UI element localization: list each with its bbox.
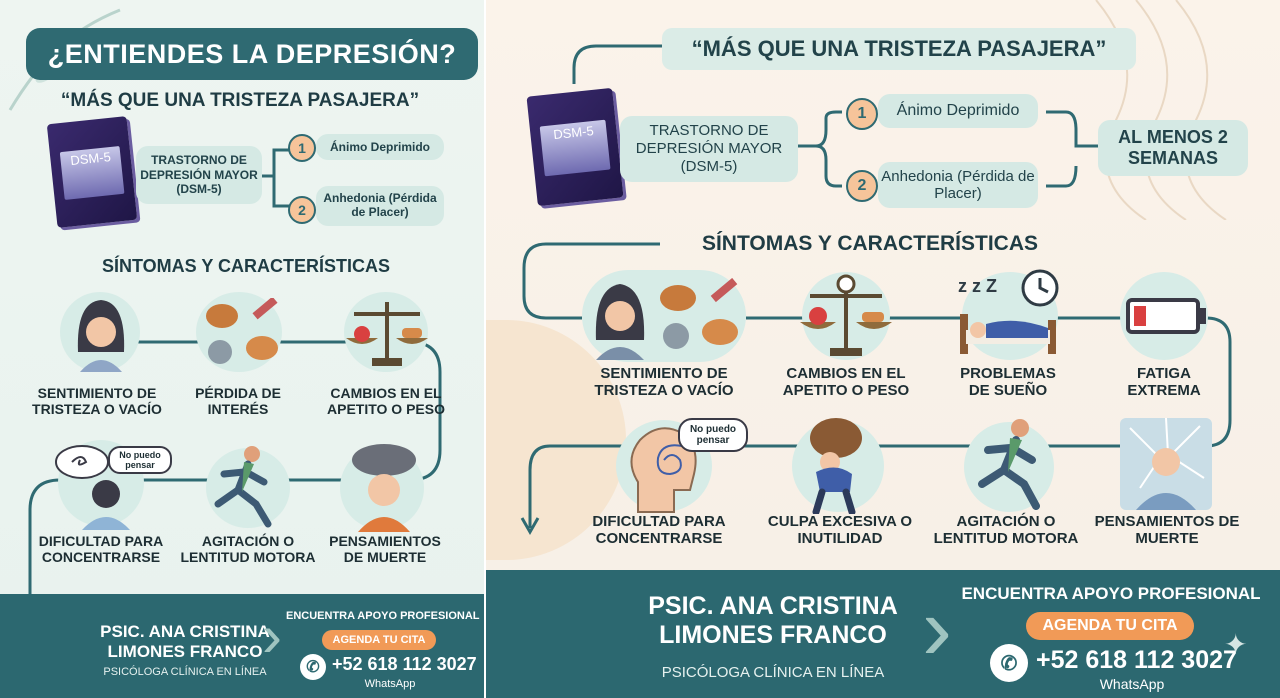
criteria-2-label: Anhedonia (Pérdida de Placer) (316, 186, 444, 226)
criteria-1-label: Ánimo Deprimido (878, 94, 1038, 128)
psychologist-name: PSIC. ANA CRISTINA LIMONES FRANCO (648, 592, 898, 649)
main-title: ¿ENTIENDES LA DEPRESIÓN? (26, 28, 478, 80)
book-appointment-button[interactable]: AGENDA TU CITA (322, 630, 436, 650)
psychologist-role: PSICÓLOGA CLÍNICA EN LÍNEA (661, 664, 885, 681)
chevron-icon: › (922, 579, 952, 679)
whatsapp-icon: ✆ (300, 654, 326, 680)
running-man-icon (978, 419, 1040, 510)
head-spiral-icon (630, 427, 697, 513)
right-footer: PSIC. ANA CRISTINA LIMONES FRANCO PSICÓL… (486, 570, 1280, 698)
symptom-r1-1-label: SENTIMIENTO DE TRISTEZA O VACÍO (594, 365, 734, 399)
disorder-box: TRASTORNO DE DEPRESIÓN MAYOR (DSM-5) (136, 146, 262, 204)
sleep-z-icon: z z Z (958, 276, 997, 296)
battery-icon (1126, 298, 1206, 334)
symptom-r2-4-label: PENSAMIENTOS DE MUERTE (1094, 513, 1240, 547)
panel-divider (484, 0, 486, 698)
support-text: ENCUENTRA APOYO PROFESIONAL (286, 610, 480, 622)
symptom-2-label: PÉRDIDA DE INTERÉS (195, 385, 281, 417)
symptom-1-label: SENTIMIENTO DE TRISTEZA O VACÍO (32, 385, 162, 417)
sparkle-icon: ✦ (1224, 629, 1248, 660)
right-infographic: “MÁS QUE UNA TRISTEZA PASAJERA” DSM-5 TR… (486, 0, 1280, 698)
symptom-flow-line (28, 340, 442, 600)
symptom-r1-2-label: CAMBIOS EN EL APETITO O PESO (782, 365, 910, 399)
criteria-connector (262, 148, 294, 208)
whatsapp-icon: ✆ (990, 644, 1028, 682)
symptom-6-label: PENSAMIENTOS DE MUERTE (329, 533, 441, 565)
symptom-r2-3-label: AGITACIÓN O LENTITUD MOTORA (933, 513, 1079, 547)
shattered-person-icon (1129, 418, 1205, 510)
criteria-2-badge: 2 (846, 170, 878, 202)
symptom-r2-2-label: CULPA EXCESIVA O INUTILIDAD (767, 513, 913, 547)
hobbies-icon (206, 298, 278, 364)
criteria-1-badge: 1 (288, 134, 316, 162)
dark-thoughts-icon (352, 444, 416, 532)
symptom-r1-4-label: FATIGA EXTREMA (1127, 365, 1201, 399)
sad-woman-icon (77, 300, 125, 372)
section-title: SÍNTOMAS Y CARACTERÍSTICAS (101, 256, 391, 276)
support-text: ENCUENTRA APOYO PROFESIONAL (961, 584, 1261, 603)
bubble-text: No puedo pensar (678, 418, 748, 453)
running-man-icon (214, 446, 272, 528)
bubble-text: No puedo pensar (108, 446, 172, 475)
criteria-2-badge: 2 (288, 196, 316, 224)
bed-icon (960, 314, 1056, 354)
left-footer: PSIC. ANA CRISTINA LIMONES FRANCO PSICÓL… (0, 594, 484, 698)
stressed-person-icon (82, 480, 130, 530)
psychologist-role: PSICÓLOGA CLÍNICA EN LÍNEA (103, 666, 267, 678)
clock-icon (1021, 269, 1059, 307)
whatsapp-label: WhatsApp (1099, 676, 1165, 692)
burden-icon (810, 418, 862, 514)
duration-box: AL MENOS 2 SEMANAS (1098, 120, 1248, 176)
hobbies-icon (660, 278, 738, 349)
criteria-1-label: Ánimo Deprimido (316, 134, 444, 160)
criteria-2-label: Anhedonia (Pérdida de Placer) (878, 162, 1038, 208)
symptom-4-label: DIFICULTAD PARA CONCENTRARSE (38, 533, 164, 565)
scale-icon (800, 274, 892, 356)
sad-woman-icon (595, 284, 645, 360)
book-appointment-button[interactable]: AGENDA TU CITA (1026, 612, 1194, 640)
subtitle: “MÁS QUE UNA TRISTEZA PASAJERA” (662, 28, 1136, 70)
section-title: SÍNTOMAS Y CARACTERÍSTICAS (701, 232, 1039, 255)
subtitle: “MÁS QUE UNA TRISTEZA PASAJERA” (60, 90, 420, 111)
chevron-icon: › (262, 602, 282, 669)
criteria-1-badge: 1 (846, 98, 878, 130)
phone-number[interactable]: +52 618 112 3027 (1036, 646, 1237, 674)
left-infographic: ¿ENTIENDES LA DEPRESIÓN? “MÁS QUE UNA TR… (0, 0, 484, 698)
whatsapp-label: WhatsApp (364, 678, 416, 690)
psychologist-name: PSIC. ANA CRISTINA LIMONES FRANCO (100, 622, 270, 661)
symptom-r2-1-label: DIFICULTAD PARA CONCENTRARSE (592, 513, 726, 547)
symptom-3-label: CAMBIOS EN EL APETITO O PESO (327, 385, 445, 417)
symptom-r1-3-label: PROBLEMAS DE SUEÑO (960, 365, 1056, 399)
phone-number[interactable]: +52 618 112 3027 (332, 654, 477, 674)
scale-icon (346, 302, 428, 366)
disorder-box: TRASTORNO DE DEPRESIÓN MAYOR (DSM-5) (620, 116, 798, 182)
dsm5-book-icon: DSM-5 (526, 87, 624, 207)
symptom-5-label: AGITACIÓN O LENTITUD MOTORA (180, 533, 316, 565)
